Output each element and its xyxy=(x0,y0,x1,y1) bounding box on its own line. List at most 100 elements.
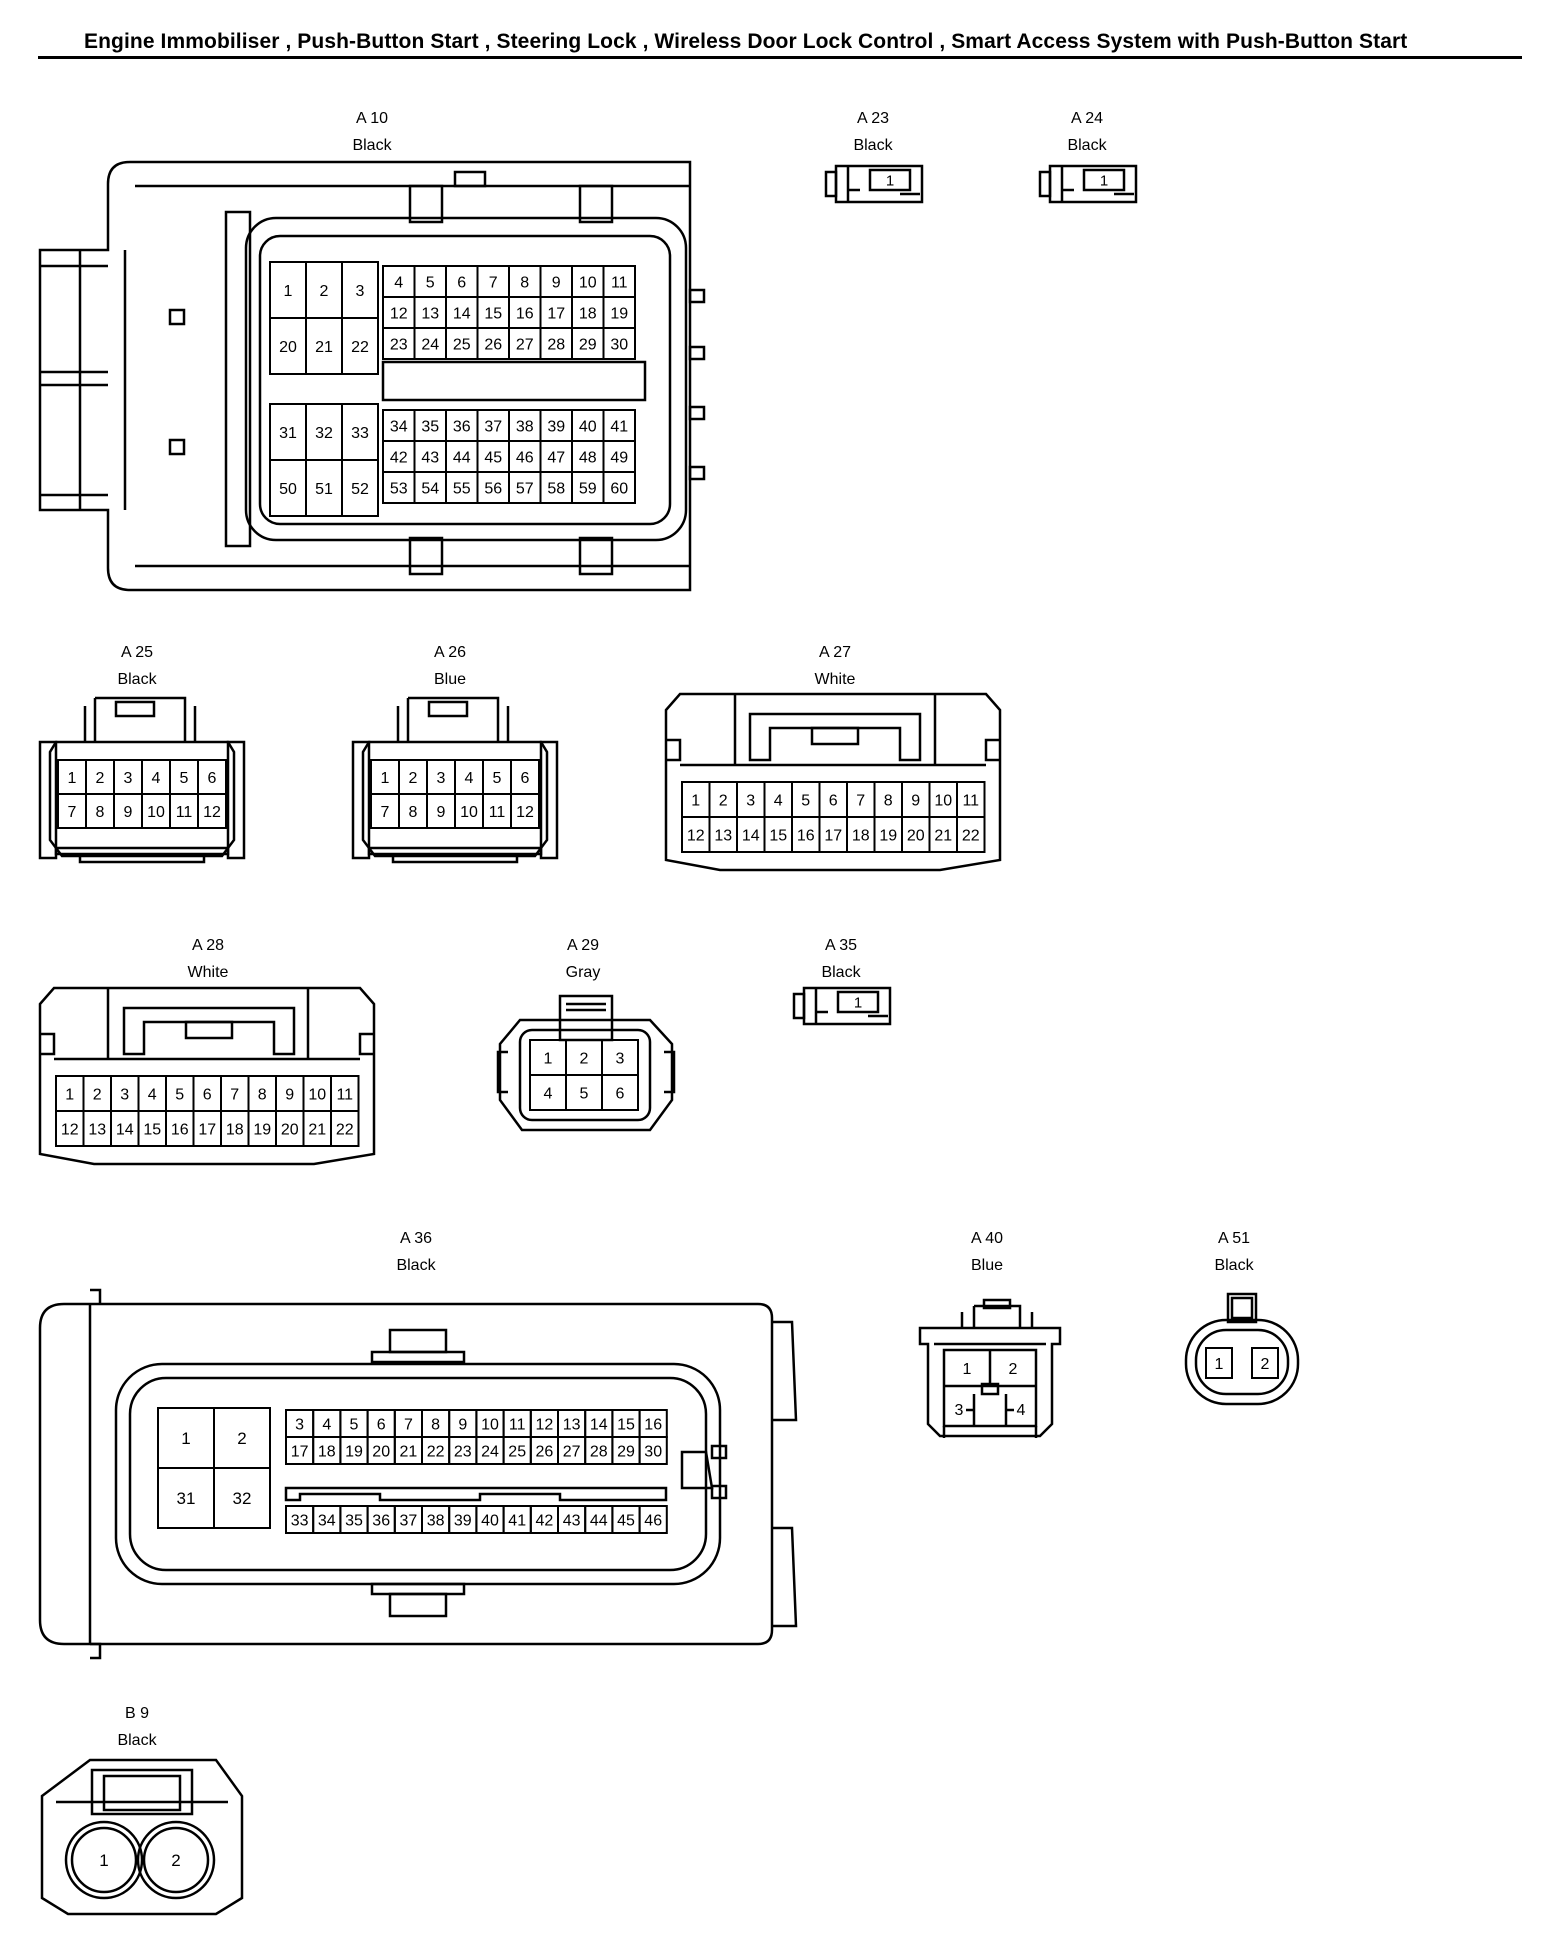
a35-id-label: A 35 xyxy=(824,937,858,954)
a28-pin-16: 16 xyxy=(171,1121,189,1138)
a10-pin-11: 11 xyxy=(611,274,628,291)
a25-connector-body xyxy=(38,696,246,864)
a28-pin-22-cell xyxy=(330,1110,360,1147)
a36-pin-15: 15 xyxy=(617,1416,635,1433)
a23-color-label: Black xyxy=(853,137,893,154)
a28-pin-17: 17 xyxy=(198,1121,216,1138)
a10-pin-37: 37 xyxy=(484,418,502,435)
a36-pin-16: 16 xyxy=(644,1416,662,1433)
b9-id-label: B 9 xyxy=(124,1705,149,1722)
a10-pin-60: 60 xyxy=(610,480,628,497)
a10-pin-49: 49 xyxy=(610,449,628,466)
a51-pin-2: 2 xyxy=(1261,1356,1270,1373)
a10-pin-56: 56 xyxy=(484,480,502,497)
a36-pin-3: 3 xyxy=(295,1416,304,1433)
a10-pin-5: 5 xyxy=(426,274,435,291)
a26-color-label: Blue xyxy=(433,671,467,688)
a24-color-label: Black xyxy=(1067,137,1107,154)
a36-pin-38: 38 xyxy=(427,1512,445,1529)
a51-pin-1-cell xyxy=(1205,1347,1233,1379)
a36-pin-35: 35 xyxy=(345,1512,363,1529)
a51-pin-1: 1 xyxy=(1215,1356,1224,1373)
a36-pin-27: 27 xyxy=(563,1443,581,1460)
a25-pin-12: 12 xyxy=(203,804,221,821)
a26-pin-3: 3 xyxy=(437,770,446,787)
a28-pin-12: 12 xyxy=(61,1121,79,1138)
a36-pin-34: 34 xyxy=(318,1512,336,1529)
a27-pin-1: 1 xyxy=(691,792,700,809)
a36-pin-2: 2 xyxy=(237,1429,246,1448)
a28-color-label: White xyxy=(187,964,229,981)
a10-pin-9: 9 xyxy=(552,274,561,291)
a25-pin-11: 11 xyxy=(176,804,193,821)
a10-pin-25: 25 xyxy=(453,336,471,353)
a10-pin-53: 53 xyxy=(390,480,408,497)
a40-pin-2: 2 xyxy=(1009,1361,1018,1378)
a36-pin-31: 31 xyxy=(177,1489,196,1508)
a36-pin-46: 46 xyxy=(644,1512,662,1529)
a10-pin-32: 32 xyxy=(315,425,333,442)
a29-pin-6-cell xyxy=(601,1074,639,1111)
a10-pin-23: 23 xyxy=(390,336,408,353)
a10-pin-21: 21 xyxy=(315,339,333,356)
a10-pin-7: 7 xyxy=(489,274,498,291)
a35-pin-1: 1 xyxy=(854,994,862,1011)
a28-id-label: A 28 xyxy=(191,937,225,954)
a10-pin-39: 39 xyxy=(547,418,565,435)
a25-pin-2: 2 xyxy=(96,770,105,787)
a36-pin-33: 33 xyxy=(291,1512,309,1529)
a27-pin-17: 17 xyxy=(824,827,842,844)
a29-pin-1: 1 xyxy=(544,1050,553,1067)
a29-pin-3: 3 xyxy=(616,1050,625,1067)
a35-connector-body xyxy=(792,986,892,1026)
a27-pin-15: 15 xyxy=(769,827,787,844)
a26-pin-12-cell xyxy=(510,793,540,829)
a27-pin-19: 19 xyxy=(879,827,897,844)
a36-pin-42: 42 xyxy=(536,1512,554,1529)
a36-pin-20: 20 xyxy=(372,1443,390,1460)
a27-pin-2: 2 xyxy=(719,792,728,809)
a51-pin-2-cell xyxy=(1251,1347,1279,1379)
a40-pin-3: 3 xyxy=(955,1402,964,1419)
a10-pin-29: 29 xyxy=(579,336,597,353)
a25-pin-9: 9 xyxy=(124,804,133,821)
a28-pin-14: 14 xyxy=(116,1121,134,1138)
a10-pin-30-cell xyxy=(602,327,636,360)
a10-pin-52: 52 xyxy=(351,481,369,498)
a10-pin-50: 50 xyxy=(279,481,297,498)
a10-pin-27: 27 xyxy=(516,336,534,353)
a25-pin-4: 4 xyxy=(152,770,161,787)
a36-pin-1: 1 xyxy=(181,1429,190,1448)
a36-pin-30-cell xyxy=(638,1436,668,1465)
a36-pin-46-cell xyxy=(638,1505,668,1534)
a10-pin-14: 14 xyxy=(453,305,471,322)
a25-color-label: Black xyxy=(117,671,157,688)
a27-pin-22: 22 xyxy=(962,827,980,844)
a28-pin-8: 8 xyxy=(258,1086,267,1103)
a10-pin-28: 28 xyxy=(547,336,565,353)
b9-pin-1: 1 xyxy=(99,1851,108,1870)
a10-pin-44: 44 xyxy=(453,449,471,466)
a28-pin-5: 5 xyxy=(175,1086,184,1103)
page-title: Engine Immobiliser , Push-Button Start ,… xyxy=(84,30,1408,53)
a10-pin-19: 19 xyxy=(610,305,628,322)
a29-pin-4: 4 xyxy=(544,1085,553,1102)
a26-pin-11: 11 xyxy=(489,804,506,821)
a28-pin-19: 19 xyxy=(253,1121,271,1138)
a10-pin-54: 54 xyxy=(421,480,439,497)
a27-connector-body xyxy=(664,692,1002,872)
a27-pin-16: 16 xyxy=(797,827,815,844)
a10-pin-4: 4 xyxy=(394,274,403,291)
a35-color-label: Black xyxy=(821,964,861,981)
a10-connector-body xyxy=(38,160,706,592)
a27-pin-18: 18 xyxy=(852,827,870,844)
a10-pin-18: 18 xyxy=(579,305,597,322)
a10-pin-34: 34 xyxy=(390,418,408,435)
a26-pin-6: 6 xyxy=(521,770,530,787)
a10-pin-22-cell xyxy=(341,317,379,375)
a36-pin-19: 19 xyxy=(345,1443,363,1460)
a10-pin-55: 55 xyxy=(453,480,471,497)
